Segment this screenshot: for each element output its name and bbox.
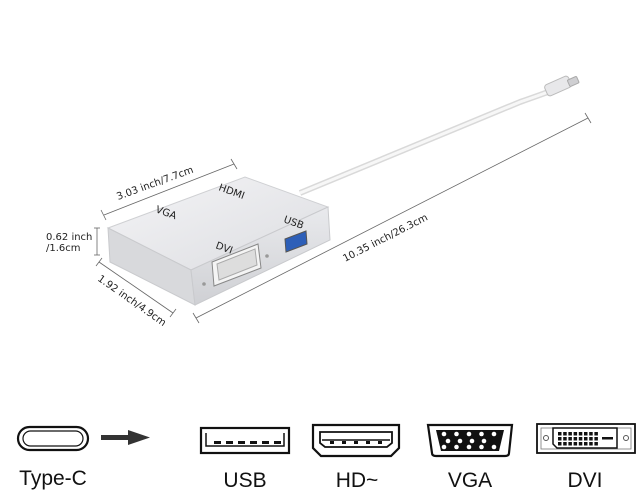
vga-pin [491, 431, 497, 437]
vga-pin [466, 444, 472, 450]
dvi-pin [573, 442, 578, 446]
vga-pin [457, 438, 463, 444]
vga-pin [441, 431, 447, 437]
hdmi-port-icon [311, 423, 401, 458]
dvi-pin [589, 437, 593, 441]
vga-pin [466, 431, 472, 437]
usb-port [284, 230, 308, 253]
vga-port-icon [426, 423, 514, 458]
dimension-lines [94, 112, 592, 324]
dvi-pin [589, 432, 593, 436]
vga-pin [481, 438, 487, 444]
height-label-line2: /1.6cm [46, 243, 81, 254]
dvi-pin [558, 437, 562, 441]
type-c-plug [544, 75, 572, 97]
dvi-pin [578, 437, 583, 441]
dvi-pin [594, 432, 598, 436]
dvi-pin [584, 432, 588, 436]
height-label-line1: 0.62 inch [46, 232, 92, 243]
dvi-pin [558, 432, 562, 436]
vga-pin [479, 431, 484, 437]
dvi-pin [563, 442, 567, 446]
dvi-pin [594, 442, 598, 446]
vga-label: VGA [448, 469, 492, 492]
dvi-pin [568, 442, 572, 446]
dvi-pin [573, 437, 578, 441]
vga-pin [479, 444, 484, 450]
dvi-pin [558, 442, 562, 446]
dvi-port-icon [536, 423, 636, 454]
dvi-pin [568, 437, 572, 441]
dvi-label: DVI [567, 469, 602, 492]
dvi-pin [578, 432, 583, 436]
vga-pin [454, 431, 459, 437]
hdmi-label: HD~ [336, 469, 379, 492]
total-length-label: 10.35 inch/26.3cm [341, 212, 429, 264]
dvi-pin [584, 442, 588, 446]
type-c-label: Type-C [19, 467, 87, 490]
adapter-body: VGA HDMI USB DVI [106, 176, 331, 306]
dvi-pin [594, 437, 598, 441]
vga-pin [469, 438, 475, 444]
dvi-pin [578, 442, 583, 446]
dvi-pin [584, 437, 588, 441]
usb-port-icon [199, 426, 291, 455]
vga-pin [491, 444, 497, 450]
dvi-pin [563, 437, 567, 441]
dvi-pin [563, 432, 567, 436]
dvi-pin [568, 432, 572, 436]
usb-label: USB [223, 469, 266, 492]
type-c-port-icon [16, 425, 90, 452]
dvi-pin [589, 442, 593, 446]
arrow-icon [101, 430, 150, 445]
vga-pin [441, 444, 447, 450]
vga-pin [454, 444, 459, 450]
vga-pin [445, 438, 451, 444]
dvi-pin [573, 432, 578, 436]
usb-c-cable [298, 75, 580, 196]
